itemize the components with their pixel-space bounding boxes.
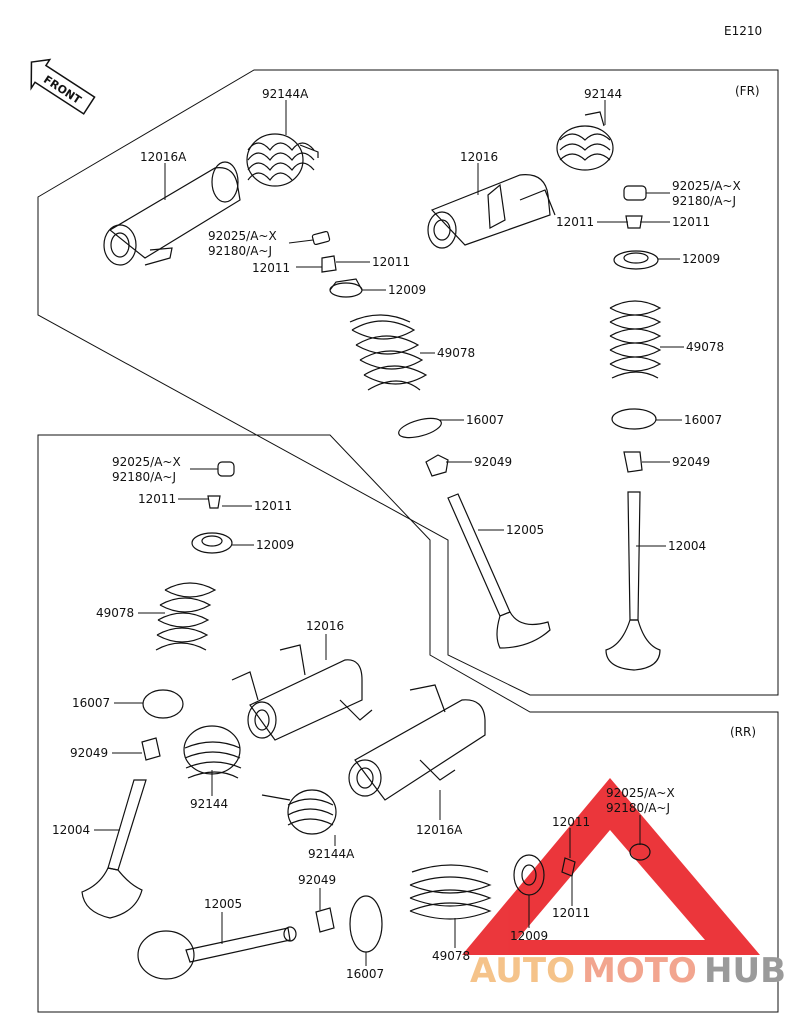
part-label: 12004: [668, 539, 706, 553]
part-label: 49078: [437, 346, 475, 360]
part-label: 12011: [254, 499, 292, 513]
part-label: 16007: [684, 413, 722, 427]
part-label: 92025/A~X: [672, 179, 741, 193]
front-arrow-icon: FRONT: [30, 58, 96, 115]
valve-guide-92049-fr-left: [425, 454, 449, 477]
valve-spring-49078-rr-bottom: [409, 864, 492, 920]
rocker-arm-12016: [427, 174, 556, 249]
part-label: 92049: [298, 873, 336, 887]
valve-spring-49078-fr-left: [349, 314, 428, 391]
valve-guide-92049-rr-bottom: [315, 907, 335, 933]
seal-16007-fr-left: [398, 417, 442, 439]
valve-guide-92049-rr-left: [141, 737, 161, 761]
leader-lines: [94, 100, 684, 966]
part-label: 49078: [96, 606, 134, 620]
seal-16007-rr-bottom: [349, 895, 383, 953]
part-label: 49078: [686, 340, 724, 354]
part-label: 12011: [138, 492, 176, 506]
part-label: 12011: [552, 906, 590, 920]
part-label: 49078: [432, 949, 470, 963]
part-label: 92144A: [308, 847, 355, 861]
part-label: 16007: [346, 967, 384, 981]
part-label: 12016A: [416, 823, 463, 837]
part-label: 92025/A~X: [208, 229, 277, 243]
valve-guide-92049-fr-right: [623, 451, 643, 473]
torsion-spring-92144: [556, 111, 614, 171]
frame-fr: [37, 69, 779, 696]
part-label: 12005: [204, 897, 242, 911]
valve-spring-49078-fr-right: [609, 300, 662, 379]
torsion-spring-92144a: [246, 133, 319, 187]
rocker-arm-12016-rr: [231, 644, 373, 741]
part-label: 92180/A~J: [208, 244, 272, 258]
valve-12005-fr: [447, 493, 551, 649]
part-label: 12011: [252, 261, 290, 275]
watermark-moto: MOTO: [582, 951, 697, 991]
rocker-arm-12016a-rr: [348, 684, 486, 801]
seal-16007-fr-right: [611, 408, 657, 430]
valve-12004-fr: [605, 491, 661, 671]
part-label: 12009: [682, 252, 720, 266]
rocker-arm-12016a: [103, 161, 241, 266]
part-label: 92144: [190, 797, 228, 811]
part-label: 12009: [388, 283, 426, 297]
part-label: 92180/A~J: [606, 801, 670, 815]
torsion-spring-92144a-rr: [261, 789, 337, 835]
part-label: 92049: [70, 746, 108, 760]
valve-parts-fr-right: [613, 185, 659, 270]
section-rr-label: (RR): [730, 725, 756, 739]
part-label: 12016: [306, 619, 344, 633]
part-label: 12011: [672, 215, 710, 229]
diagram-code: E1210: [724, 24, 762, 38]
part-label: 92025/A~X: [606, 786, 675, 800]
part-label: 92144A: [262, 87, 309, 101]
valve-spring-49078-rr-left: [155, 582, 217, 651]
part-label: 12004: [52, 823, 90, 837]
part-label: 12016A: [140, 150, 187, 164]
part-label: 92144: [584, 87, 622, 101]
part-label: 12011: [372, 255, 410, 269]
watermark-triangle: [462, 778, 760, 955]
part-labels: 92144A 92144 12016A 12016 92025/A~X 9218…: [52, 87, 741, 981]
part-label: 12005: [506, 523, 544, 537]
part-label: 92180/A~J: [112, 470, 176, 484]
part-label: 12009: [256, 538, 294, 552]
part-label: 92025/A~X: [112, 455, 181, 469]
part-label: 92049: [672, 455, 710, 469]
valve-parts-rr-left: [191, 461, 235, 554]
part-label: 92180/A~J: [672, 194, 736, 208]
section-fr-label: (FR): [735, 84, 760, 98]
part-label: 12011: [556, 215, 594, 229]
watermark-logo: AUTO MOTO HUB: [470, 951, 786, 991]
frame-rr: [37, 434, 779, 1013]
part-label: 16007: [72, 696, 110, 710]
part-label: 12011: [552, 815, 590, 829]
valve-12005-rr: [137, 926, 297, 980]
valve-parts-fr-left: [311, 230, 363, 298]
part-label: 92049: [474, 455, 512, 469]
watermark-hub: HUB: [704, 951, 786, 991]
valve-12004-rr: [81, 779, 147, 919]
watermark-auto: AUTO: [470, 951, 575, 991]
part-label: 12016: [460, 150, 498, 164]
seal-16007-rr-left: [142, 689, 184, 719]
part-label: 16007: [466, 413, 504, 427]
part-label: 12009: [510, 929, 548, 943]
